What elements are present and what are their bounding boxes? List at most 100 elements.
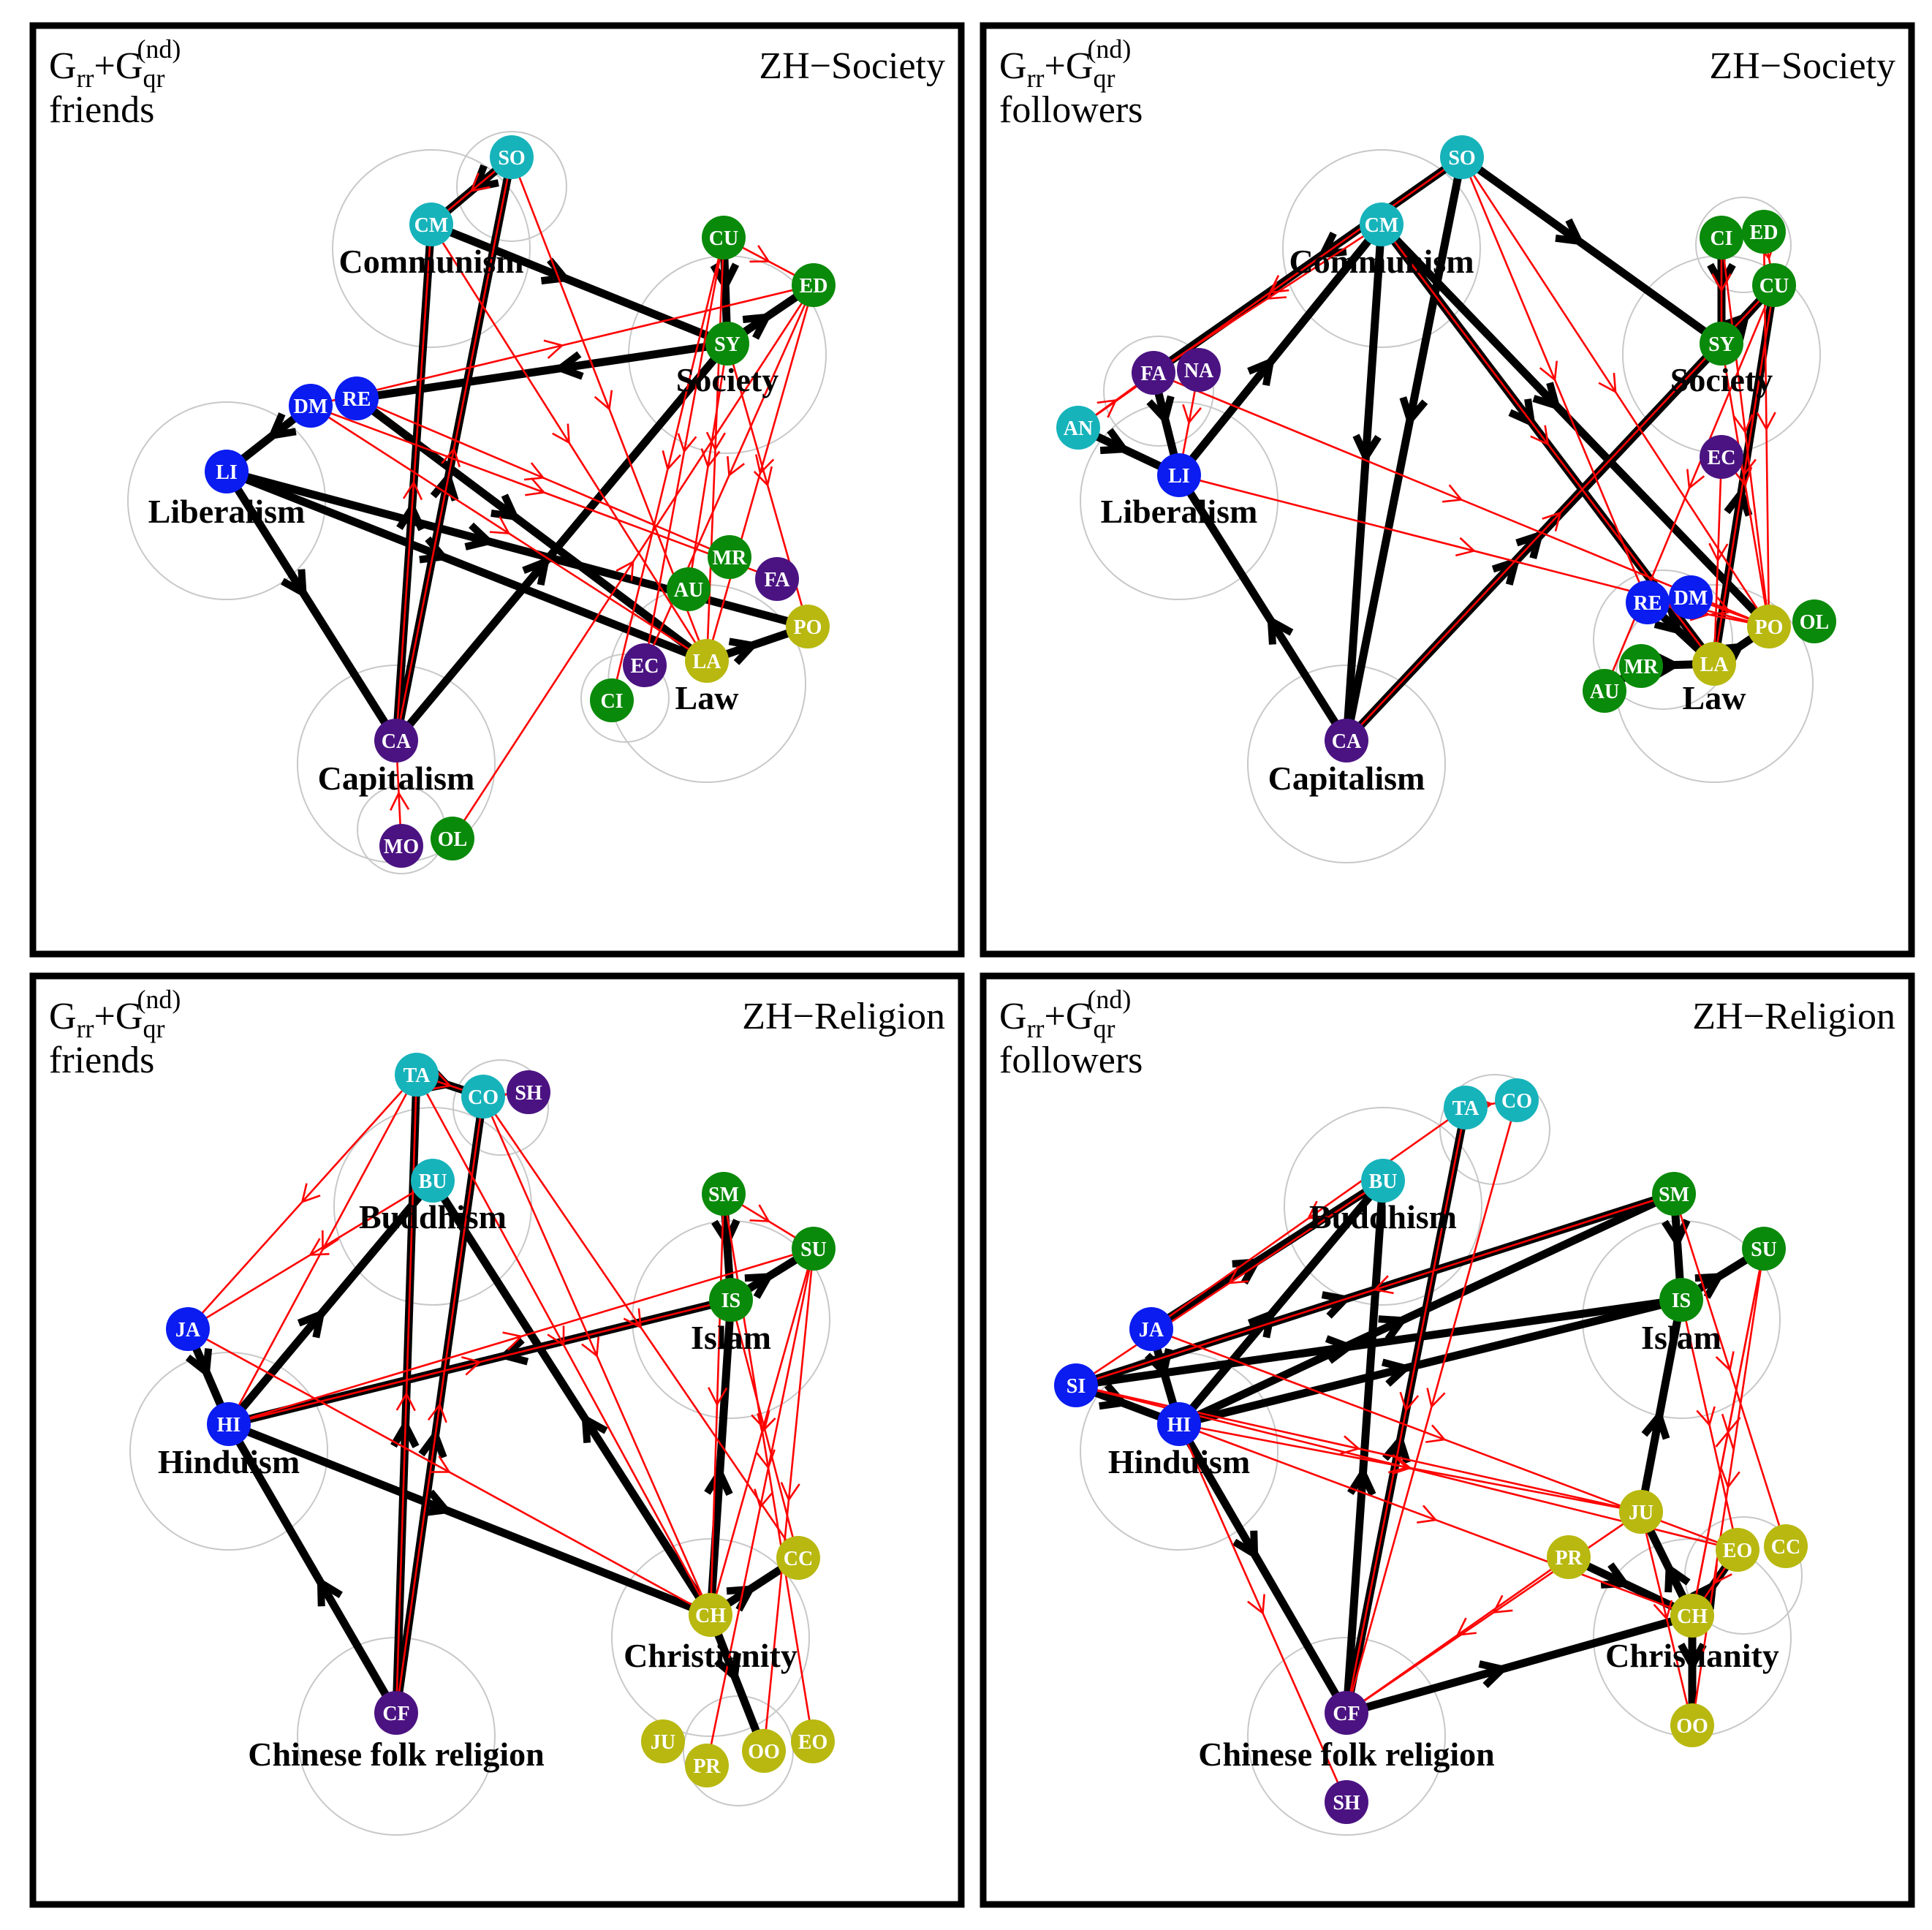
- edge-arrowhead: [754, 454, 775, 475]
- edge-arrowhead: [1265, 281, 1287, 300]
- node-label: EO: [798, 1731, 827, 1754]
- node-circle: [641, 1719, 685, 1763]
- node-circle: [1054, 1363, 1098, 1407]
- node-co: CO: [461, 1075, 505, 1119]
- edge-arrowhead: [317, 1576, 343, 1607]
- edge-arrowhead: [1247, 1309, 1276, 1339]
- edge-arrowhead: [1347, 1465, 1376, 1496]
- edge-arrowhead: [1426, 1388, 1446, 1409]
- edge-arrowhead: [525, 477, 546, 496]
- edge-arrowhead: [430, 1455, 451, 1473]
- node-circle: [1669, 575, 1713, 619]
- node-sm: SM: [702, 1172, 746, 1216]
- edge-main-SY-RE: [356, 339, 728, 403]
- edge-arrowhead: [431, 1071, 452, 1090]
- node-label: LI: [1168, 465, 1190, 488]
- edge-arrowhead: [726, 1585, 757, 1612]
- node-circle: [1752, 263, 1796, 307]
- node-circle: [1129, 1307, 1173, 1351]
- panel-header-line2: followers: [999, 89, 1143, 131]
- edge-main-SO-CA: [1342, 156, 1466, 742]
- node-au: AU: [667, 567, 711, 611]
- node-circle: [1444, 1086, 1488, 1129]
- node-circle: [166, 1307, 210, 1351]
- node-dm: DM: [289, 384, 333, 428]
- node-la: LA: [685, 639, 729, 683]
- node-circle: [1652, 1172, 1696, 1216]
- node-ol: OL: [431, 817, 474, 860]
- edge-main-RE-LA: [354, 395, 710, 665]
- edge-arrowhead: [1425, 1424, 1447, 1443]
- node-label: SM: [708, 1184, 739, 1206]
- node-label: CC: [784, 1548, 813, 1570]
- edge-arrowhead: [1732, 466, 1753, 488]
- group-label: Chinese folk religion: [248, 1736, 545, 1773]
- edge-arrowhead: [464, 522, 496, 550]
- node-label: SH: [1333, 1792, 1360, 1814]
- panel-title: ZH−Religion: [742, 996, 945, 1037]
- node-circle: [1157, 1402, 1201, 1446]
- edge-arrowhead: [623, 1308, 643, 1329]
- node-circle: [1742, 1227, 1786, 1271]
- group-label: Capitalism: [1268, 760, 1425, 797]
- node-circle: [705, 322, 749, 366]
- edge-arrowhead: [704, 1465, 733, 1496]
- edge-arrowhead: [1641, 1409, 1670, 1440]
- node-label: SY: [1708, 333, 1735, 356]
- node-label: OO: [1676, 1715, 1708, 1738]
- node-ed: ED: [792, 263, 836, 307]
- node-la: LA: [1692, 642, 1736, 686]
- node-label: LA: [1700, 654, 1730, 676]
- node-circle: [792, 263, 836, 307]
- group-label: Chinese folk religion: [1198, 1736, 1495, 1773]
- node-pr: PR: [1547, 1535, 1591, 1579]
- edge-arrowhead: [1664, 1562, 1691, 1593]
- edge-arrowhead: [1096, 398, 1118, 418]
- edge-arrowhead: [1388, 1453, 1409, 1474]
- node-label: CM: [414, 214, 449, 237]
- node-label: OL: [1800, 611, 1829, 634]
- edge-arrowhead: [1713, 1564, 1732, 1585]
- node-label: IS: [721, 1290, 740, 1312]
- node-circle: [709, 1278, 753, 1322]
- panel-header-formula: Grr+Gqr(nd): [999, 985, 1131, 1043]
- group-label: Society: [1670, 361, 1773, 398]
- node-circle: [205, 450, 249, 493]
- node-ch: CH: [689, 1593, 732, 1637]
- group-circle: [1695, 197, 1792, 293]
- node-label: SH: [515, 1082, 542, 1105]
- node-label: CH: [695, 1605, 726, 1627]
- node-label: BU: [419, 1170, 447, 1193]
- edge-arrowhead: [1711, 273, 1732, 293]
- group-circle: [632, 1220, 830, 1419]
- node-label: EC: [631, 655, 659, 678]
- edge-main-CM-SY: [429, 220, 730, 348]
- edge-arrowhead: [714, 1652, 741, 1684]
- group-circle: [1247, 1637, 1446, 1836]
- node-circle: [791, 1719, 835, 1763]
- node-label: JA: [175, 1319, 201, 1341]
- edge-arrowhead: [297, 1309, 326, 1339]
- panel-p3: Grr+Gqr(nd)friendsZH−ReligionBuddhismIsl…: [29, 972, 965, 1908]
- group-label: Liberalism: [1101, 493, 1258, 530]
- node-circle: [490, 135, 534, 179]
- node-is: IS: [1659, 1278, 1703, 1322]
- node-so: SO: [1440, 135, 1484, 179]
- node-circle: [702, 1172, 746, 1216]
- edge-arrowhead: [749, 1204, 770, 1222]
- node-label: RE: [343, 388, 371, 411]
- node-circle: [1325, 1691, 1368, 1735]
- node-circle: [1742, 210, 1786, 254]
- node-ca: CA: [1325, 719, 1368, 762]
- group-label: Islam: [1641, 1319, 1721, 1356]
- edge-arrowhead: [1352, 434, 1382, 465]
- node-circle: [742, 1729, 786, 1773]
- node-circle: [507, 1070, 550, 1114]
- node-label: CI: [1710, 227, 1732, 250]
- edge-arrowhead: [753, 466, 773, 488]
- node-su: SU: [1742, 1227, 1786, 1271]
- edge-arrowhead: [1555, 218, 1586, 246]
- edge-arrowhead: [185, 1348, 213, 1380]
- node-label: PR: [1555, 1547, 1583, 1570]
- node-circle: [708, 535, 751, 579]
